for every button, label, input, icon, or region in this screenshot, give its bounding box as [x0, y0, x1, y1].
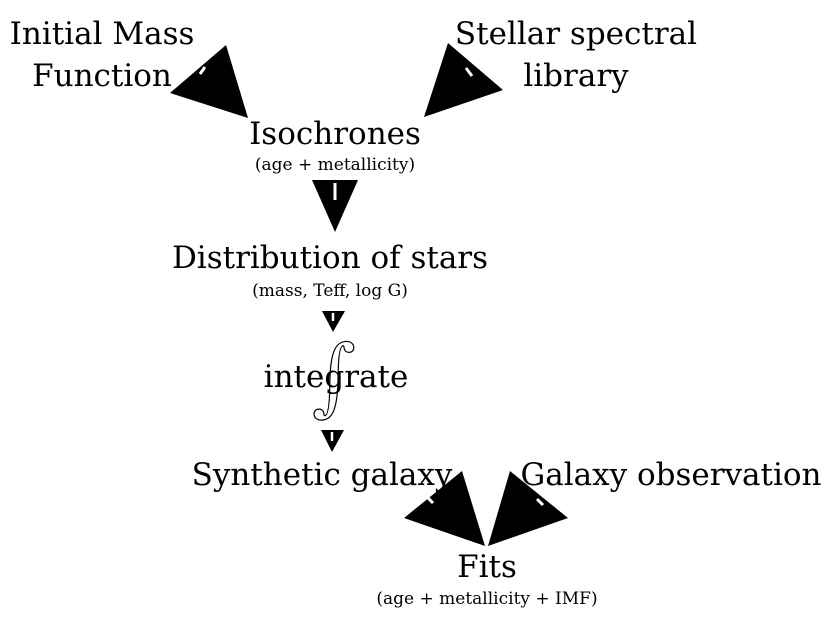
- integrate-label: integrate: [264, 359, 409, 395]
- integral-sign-icon: ∫: [312, 327, 356, 425]
- distribution-subtitle: (mass, Teff, log G): [252, 281, 408, 301]
- isochrones-subtitle: (age + metallicity): [255, 155, 415, 175]
- spectral-library-line2: library: [523, 58, 629, 94]
- imf-line2: Function: [32, 58, 172, 94]
- fits-title: Fits: [457, 549, 517, 585]
- synthetic-galaxy-title: Synthetic galaxy: [192, 457, 453, 493]
- edge-isochrones-to-distribution: [312, 180, 358, 232]
- node-galaxy-observation: Galaxy observation: [520, 457, 821, 493]
- galaxy-observation-title: Galaxy observation: [520, 457, 821, 493]
- edge-spectral-library-to-isochrones: [424, 43, 503, 117]
- node-fits: Fits (age + metallicity + IMF): [376, 549, 597, 609]
- distribution-title: Distribution of stars: [172, 240, 488, 276]
- fits-subtitle: (age + metallicity + IMF): [376, 589, 597, 609]
- imf-line1: Initial Mass: [10, 16, 195, 52]
- node-integrate: ∫ integrate: [264, 326, 409, 425]
- edge-integrate-to-synthetic-galaxy: [321, 430, 344, 452]
- node-synthetic-galaxy: Synthetic galaxy: [192, 457, 453, 493]
- node-isochrones: Isochrones (age + metallicity): [249, 116, 421, 175]
- edge-galaxy-observation-to-fits: [488, 471, 568, 546]
- spectral-library-line1: Stellar spectral: [455, 16, 697, 52]
- node-stellar-spectral-library: Stellar spectral library: [455, 16, 697, 94]
- node-distribution-of-stars: Distribution of stars (mass, Teff, log G…: [172, 240, 488, 301]
- node-initial-mass-function: Initial Mass Function: [10, 16, 195, 94]
- edge-synthetic-galaxy-to-fits: [404, 471, 485, 546]
- edges: [170, 43, 568, 546]
- isochrones-title: Isochrones: [249, 116, 421, 152]
- edge-imf-to-isochrones: [170, 45, 248, 118]
- edge-distribution-to-integrate: [322, 311, 345, 332]
